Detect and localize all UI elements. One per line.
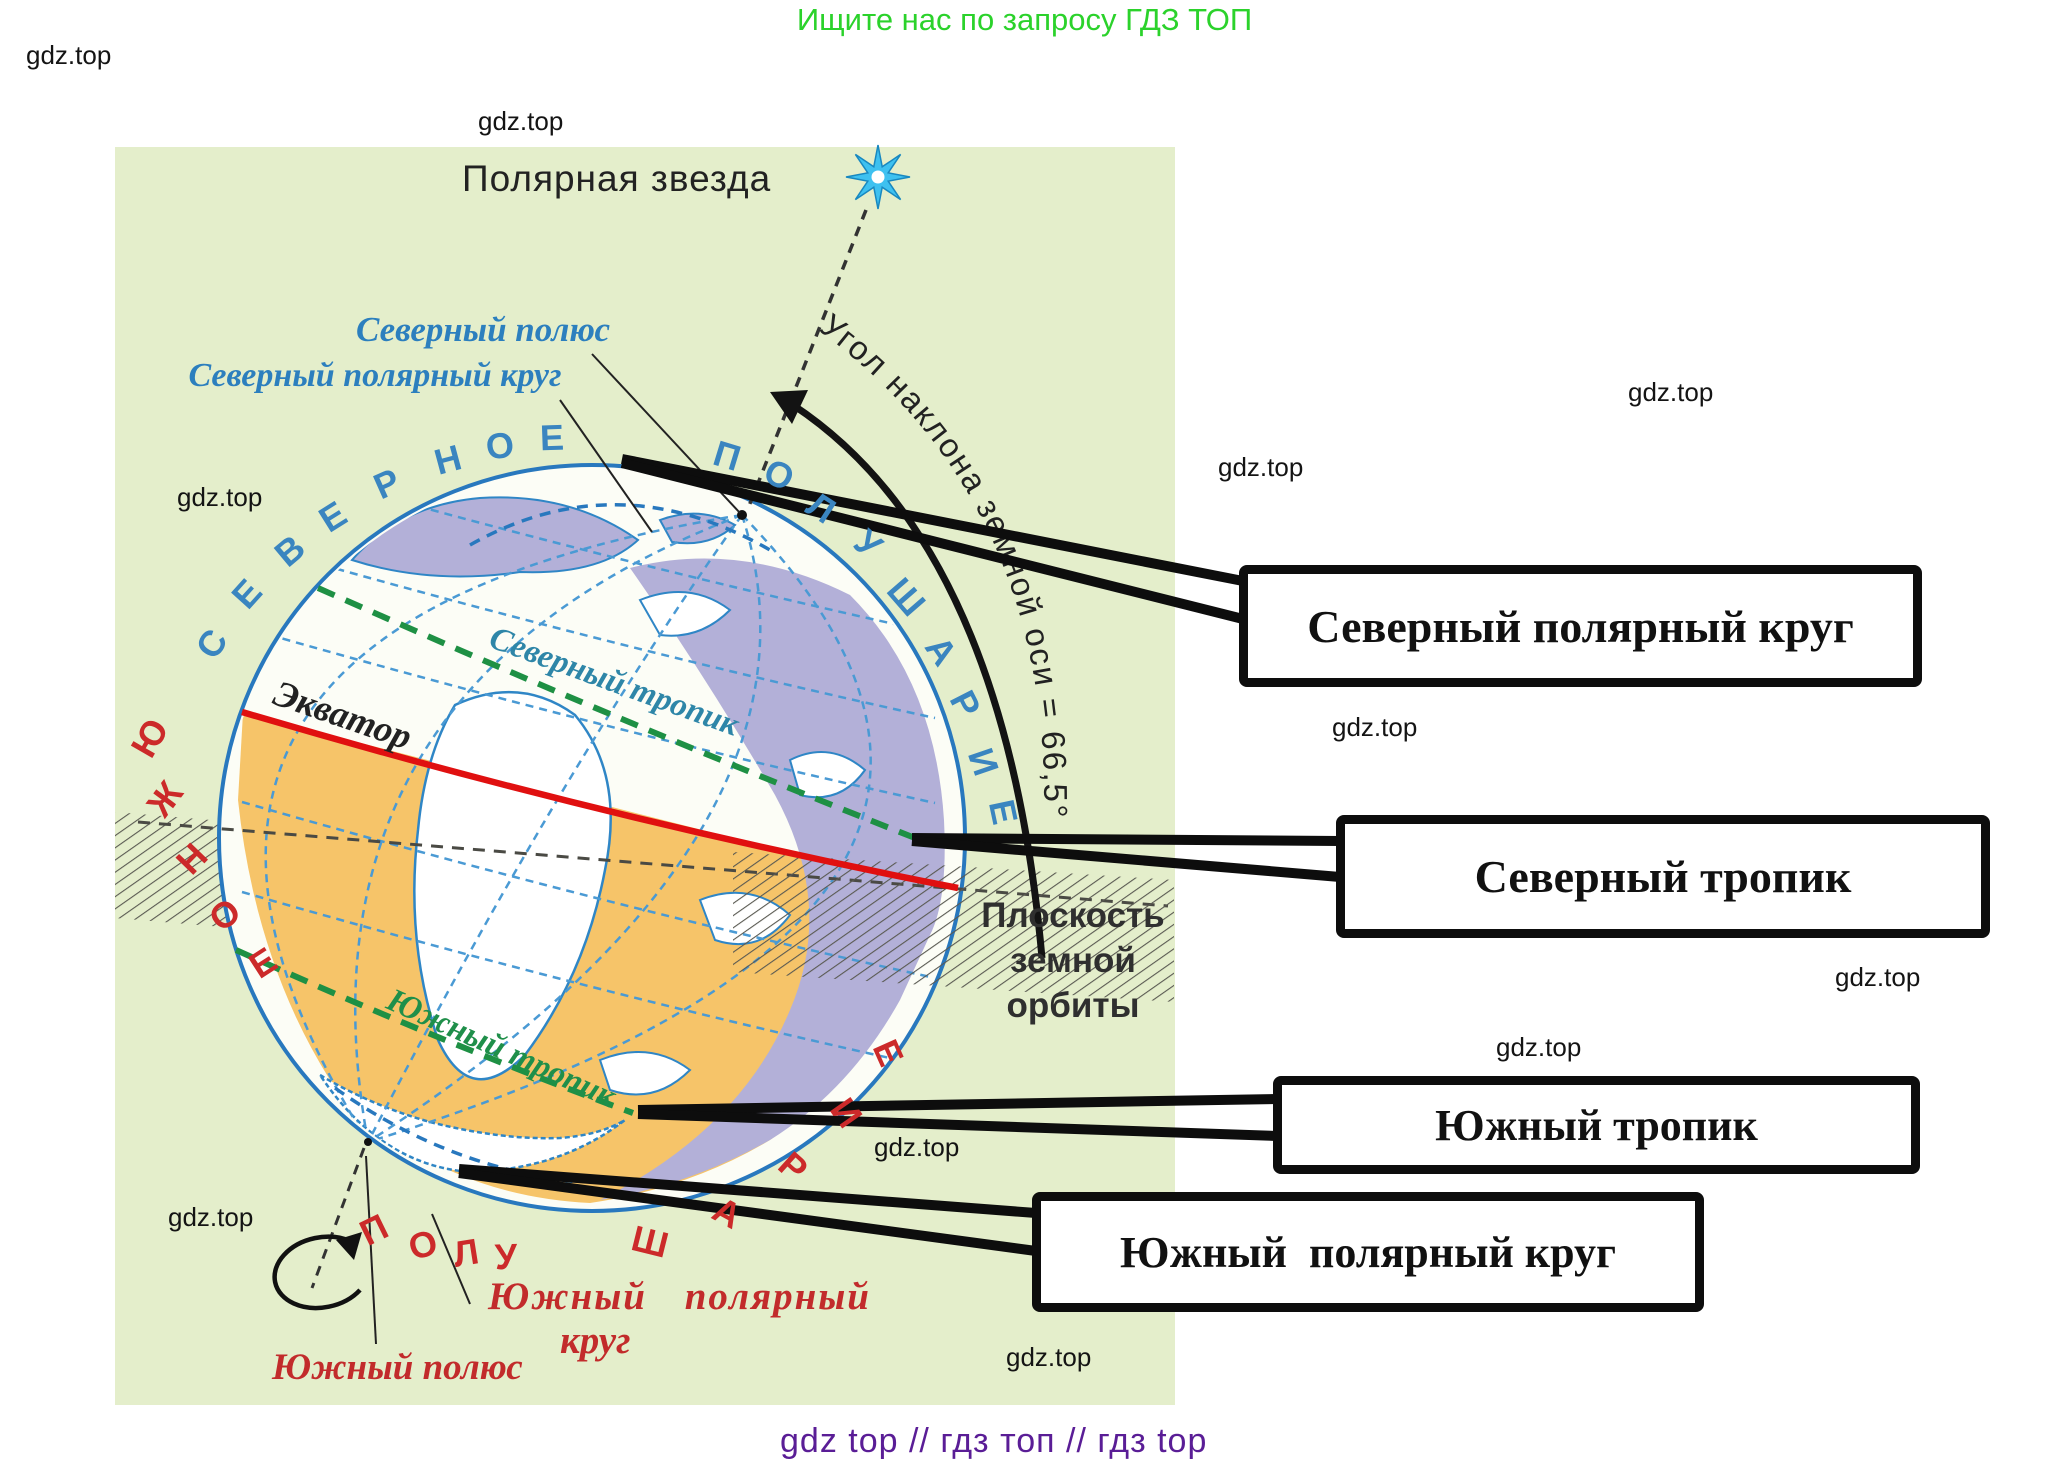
- callout-arctic-circle-label: Северный полярный круг: [1307, 600, 1854, 652]
- antarctic-circle-label-line1: Южный полярный: [488, 1275, 871, 1318]
- callout-south-tropic-label: Южный тропик: [1435, 1100, 1758, 1150]
- page-title: Ищите нас по запросу ГДЗ ТОП: [796, 2, 1253, 37]
- callout-north-tropic: Северный тропик: [1336, 815, 1990, 938]
- north-tropic-line: [316, 585, 917, 841]
- watermark: gdz.top: [874, 1132, 960, 1162]
- callout-pointer-ntropic-a: [911, 833, 1341, 846]
- polar-star-icon: [845, 144, 911, 210]
- callout-pointer-antarctic-b: [458, 1168, 1037, 1256]
- orbit-plane-label: Плоскость земной орбиты: [981, 896, 1165, 1025]
- callout-arctic-circle: Северный полярный круг: [1239, 565, 1922, 687]
- watermark: gdz.top: [26, 40, 112, 70]
- callout-pointer-stropic-a: [637, 1094, 1278, 1115]
- continent-blob-4: [598, 1051, 692, 1096]
- watermark: gdz.top: [478, 106, 564, 136]
- polar-star-label: Полярная звезда: [462, 158, 772, 199]
- arctic-land-2: [658, 512, 737, 545]
- callout-pointer-stropic-b: [637, 1109, 1278, 1141]
- watermark: gdz.top: [1496, 1032, 1582, 1062]
- south-pole-dot: [364, 1138, 372, 1146]
- north-pole-label: Северный полюс: [356, 310, 610, 349]
- callout-pointer-ntropic-b: [911, 836, 1341, 882]
- continent-africa: [413, 690, 612, 1081]
- watermark: gdz.top: [1006, 1342, 1092, 1372]
- hemisphere-north-letter: О: [483, 423, 517, 468]
- antarctic-circle-label-line2: круг: [560, 1319, 631, 1362]
- arctic-circle-label: Северный полярный круг: [188, 357, 562, 394]
- earth-axis-line-south: [310, 1147, 366, 1289]
- globe-lavender-region: [600, 558, 945, 1200]
- watermark: gdz.top: [1332, 712, 1418, 742]
- orbit-plane-hatch-left: [115, 812, 235, 928]
- watermark: gdz.top: [1835, 962, 1921, 992]
- equator-line: [241, 708, 959, 892]
- continent-antarctica: [318, 1073, 626, 1174]
- watermark: gdz.top: [1218, 452, 1304, 482]
- callout-antarctic-circle: Южный полярный круг: [1032, 1192, 1704, 1312]
- callout-north-tropic-label: Северный тропик: [1474, 851, 1852, 902]
- hemisphere-north-letter: Е: [539, 416, 565, 459]
- callout-pointers: [458, 454, 1341, 1256]
- south-tropic-line: [234, 947, 635, 1116]
- watermark: gdz.top: [177, 482, 263, 512]
- callout-south-tropic: Южный тропик: [1273, 1076, 1920, 1174]
- callout-antarctic-circle-label: Южный полярный круг: [1119, 1227, 1617, 1277]
- footer-text: gdz top // гдз топ // гдз top: [780, 1422, 1208, 1460]
- callout-pointer-antarctic-a: [458, 1164, 1037, 1218]
- south-pole-label: Южный полюс: [272, 1347, 523, 1388]
- callout-pointer-arctic-a: [621, 454, 1244, 586]
- orbit-plane-hatch-right: [733, 852, 1174, 1002]
- rotation-arrow: [272, 1232, 362, 1311]
- watermark: gdz.top: [168, 1202, 254, 1232]
- callout-pointer-arctic-b: [620, 458, 1245, 624]
- watermark: gdz.top: [1628, 377, 1714, 407]
- hemisphere-south-letter: У: [494, 1235, 518, 1278]
- arctic-land: [350, 496, 640, 578]
- continent-blob-1: [638, 591, 732, 637]
- arctic-circle-line: [469, 502, 771, 552]
